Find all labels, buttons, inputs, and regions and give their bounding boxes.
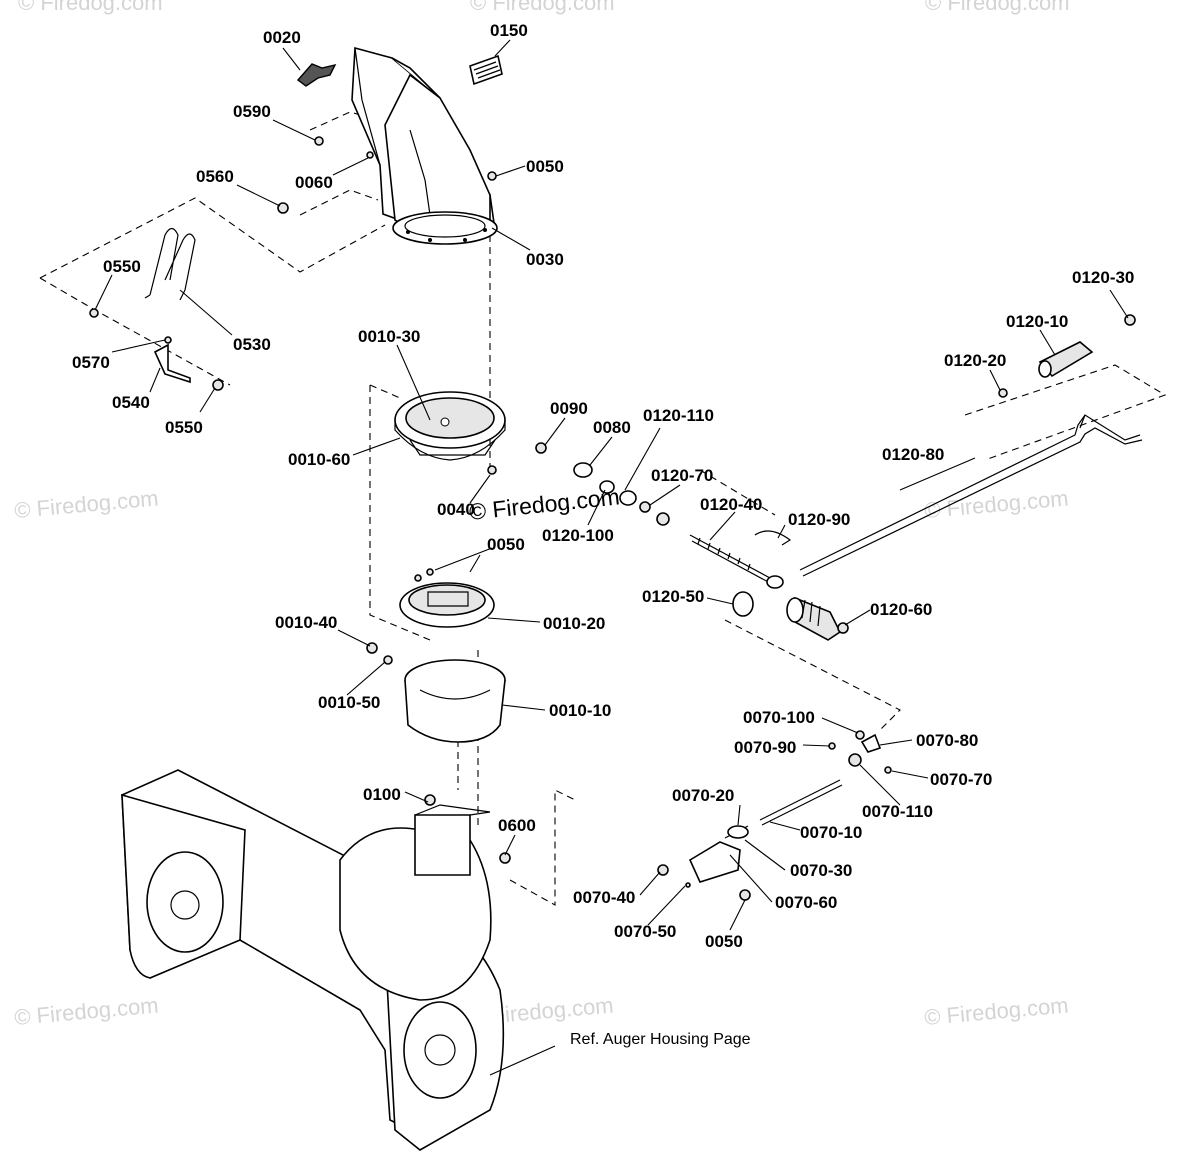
threaded-rod xyxy=(689,530,792,589)
part-label-0070-90: 0070-90 xyxy=(734,738,796,757)
bracket xyxy=(89,308,224,391)
part-label-0050: 0050 xyxy=(526,157,564,176)
part-label-0070-70: 0070-70 xyxy=(930,770,992,789)
part-label-0050: 0050 xyxy=(705,932,743,951)
part-label-0560: 0560 xyxy=(196,167,234,186)
part-label-0010-20: 0010-20 xyxy=(543,614,605,633)
part-label-0590: 0590 xyxy=(233,102,271,121)
part-label-0120-50: 0120-50 xyxy=(642,587,704,606)
ring-gear-top xyxy=(394,391,506,475)
part-label-0530: 0530 xyxy=(233,335,271,354)
part-label-0120-60: 0120-60 xyxy=(870,600,932,619)
part-label-0120-40: 0120-40 xyxy=(700,495,762,514)
part-label-0120-70: 0120-70 xyxy=(651,466,713,485)
part-label-0010-40: 0010-40 xyxy=(275,613,337,632)
part-label-0070-110: 0070-110 xyxy=(862,802,933,821)
part-label-0030: 0030 xyxy=(526,250,564,269)
part-label-0070-80: 0070-80 xyxy=(916,731,978,750)
part-label-0040: 0040 xyxy=(437,500,475,519)
ring-plate xyxy=(399,568,495,628)
part-label-0120-20: 0120-20 xyxy=(944,351,1006,370)
reference-note: Ref. Auger Housing Page xyxy=(570,1031,751,1048)
part-label-0070-10: 0070-10 xyxy=(800,823,862,842)
part-label-0050: 0050 xyxy=(487,535,525,554)
washers-nuts-right xyxy=(535,442,670,526)
part-label-0010-30: 0010-30 xyxy=(358,327,420,346)
part-label-0060: 0060 xyxy=(295,173,333,192)
decal-label xyxy=(469,54,503,86)
part-label-0550: 0550 xyxy=(165,418,203,437)
part-label-0120-90: 0120-90 xyxy=(788,510,850,529)
spacer-and-coupler xyxy=(732,591,849,641)
part-label-0010-50: 0010-50 xyxy=(318,693,380,712)
discharge-chute xyxy=(351,46,498,245)
part-label-0070-30: 0070-30 xyxy=(790,861,852,880)
part-label-0540: 0540 xyxy=(112,393,150,412)
part-label-0120-10: 0120-10 xyxy=(1006,312,1068,331)
part-label-0010-60: 0010-60 xyxy=(288,450,350,469)
leader-lines xyxy=(94,39,1129,1076)
part-label-0070-20: 0070-20 xyxy=(672,786,734,805)
part-label-0020: 0020 xyxy=(263,28,301,47)
part-label-0070-100: 0070-100 xyxy=(743,708,815,727)
part-label-0120-30: 0120-30 xyxy=(1072,268,1134,287)
watermark: © Firedog.com xyxy=(18,0,163,15)
watermark: © Firedog.com xyxy=(13,485,159,523)
deflector-spring xyxy=(144,227,196,301)
part-label-0070-40: 0070-40 xyxy=(573,888,635,907)
part-label-0090: 0090 xyxy=(550,399,588,418)
control-rod xyxy=(799,414,1143,577)
watermark: © Firedog.com xyxy=(923,992,1069,1030)
part-label-0080: 0080 xyxy=(593,418,631,437)
part-label-0120-110: 0120-110 xyxy=(643,406,714,425)
ring-housing xyxy=(366,642,506,743)
part-label-0550: 0550 xyxy=(103,257,141,276)
auger-housing xyxy=(121,769,511,1151)
part-label-0150: 0150 xyxy=(490,21,528,40)
part-label-0600: 0600 xyxy=(498,816,536,835)
watermark: © Firedog.com xyxy=(13,992,159,1030)
center-watermark: © Firedog.com xyxy=(468,483,621,525)
part-label-0070-50: 0070-50 xyxy=(614,922,676,941)
watermark: © Firedog.com xyxy=(470,0,615,15)
part-label-0120-80: 0120-80 xyxy=(882,445,944,464)
watermark: © Firedog.com xyxy=(923,485,1069,523)
part-label-0570: 0570 xyxy=(72,353,110,372)
handle-grip xyxy=(998,314,1136,398)
watermark: © Firedog.com xyxy=(925,0,1070,15)
part-label-0010-10: 0010-10 xyxy=(549,701,611,720)
chute-handle xyxy=(296,63,337,87)
part-label-0100: 0100 xyxy=(363,785,401,804)
part-label-0120-100: 0120-100 xyxy=(542,526,614,545)
part-labels: 0020 0150 0590 0060 0050 0560 0030 0550 … xyxy=(72,21,1134,951)
part-label-0070-60: 0070-60 xyxy=(775,893,837,912)
